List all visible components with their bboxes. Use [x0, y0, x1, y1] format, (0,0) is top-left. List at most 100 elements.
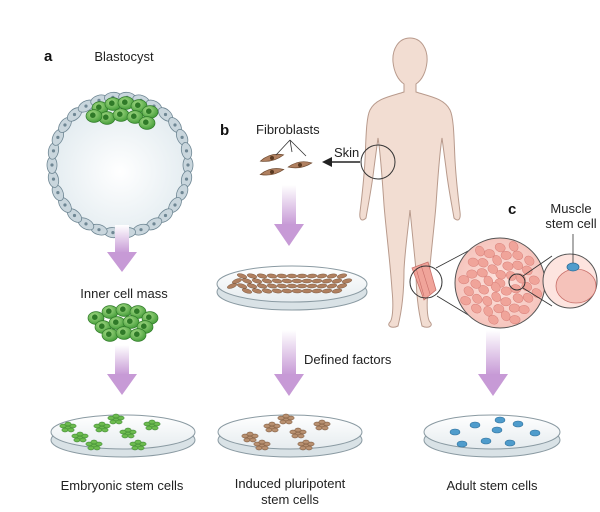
dish-fibroblast-cell	[232, 278, 242, 284]
trophoblast-nucleus	[51, 149, 56, 153]
icm-cell-nucleus	[117, 111, 123, 117]
icm-cluster-cell-nucleus	[120, 329, 126, 336]
trophoblast-nucleus	[72, 213, 77, 218]
trophoblast-nucleus	[163, 112, 168, 117]
fibroblast-cells	[259, 153, 313, 176]
ips-colony-cell	[305, 445, 313, 451]
muscle-fiber	[509, 315, 521, 325]
dish-fibroblast-cell	[311, 288, 323, 294]
muscle-stem-cell-label-line2: stem cell	[545, 216, 597, 231]
trophoblast-nucleus	[97, 98, 101, 102]
es-colony-cell	[121, 433, 129, 439]
muscle-fiber	[476, 268, 488, 278]
dish-fibroblast-cell	[241, 278, 253, 284]
arrow-c1	[478, 330, 508, 396]
dish-fibroblast-cell	[296, 273, 308, 279]
trophoblast-nucleus	[173, 203, 177, 207]
dish-fibroblast-cell	[256, 273, 268, 279]
trophoblast-nucleus	[50, 163, 54, 167]
muscle-fiber	[460, 296, 471, 306]
icm-cluster-cell-nucleus	[92, 314, 98, 321]
icm-cluster-cell-nucleus	[120, 306, 126, 313]
muscle-fiber	[482, 295, 493, 307]
icm-cluster-cell-nucleus	[99, 323, 105, 330]
trophoblast-nucleus	[97, 228, 101, 232]
dish-fibroblast-cell	[326, 273, 338, 279]
icm-cluster-cell-nucleus	[141, 323, 147, 330]
dish-ips	[217, 413, 363, 458]
fibroblast-nucleus	[298, 163, 302, 167]
arrow-b1	[274, 185, 304, 246]
ips-colony-cell	[318, 419, 326, 425]
es-colony-cell	[101, 427, 109, 433]
es-colony-cell	[67, 427, 75, 433]
blastocyst	[46, 91, 194, 239]
ips-colony-cell	[291, 433, 299, 439]
muscle-fiber	[494, 243, 506, 253]
dish-fibroblast-cell	[321, 288, 333, 294]
muscle-fiber	[524, 255, 535, 266]
adult-stem-cell	[494, 416, 506, 424]
adult-stem-cell	[469, 421, 481, 429]
arrow-a1	[107, 225, 137, 272]
dish-fibroblast-cell	[271, 278, 283, 284]
ips-colony-cell	[282, 413, 290, 419]
adult-stem-cell	[491, 426, 503, 434]
es-colony-cell	[112, 413, 120, 419]
muscle-fiber	[470, 279, 481, 289]
trophoblast-nucleus	[72, 112, 77, 117]
trophoblast-nucleus	[84, 222, 88, 226]
dish-fibroblast-cell	[311, 278, 323, 284]
dish-fibroblast-cell	[301, 288, 313, 294]
ips-colony-cell	[294, 427, 302, 433]
ips-label-line2: stem cells	[261, 492, 319, 507]
dish-fibroblast	[216, 265, 368, 311]
ips-colony-cell	[246, 431, 254, 437]
dish-fibroblast-cell	[261, 288, 273, 294]
trophoblast-nucleus	[180, 135, 184, 139]
icm-cell-nucleus	[143, 119, 149, 125]
es-colony-cell	[98, 421, 106, 427]
human-figure	[359, 37, 461, 328]
skin-arrow	[322, 157, 360, 167]
es-colony-cell	[127, 433, 135, 439]
dish-fibroblast-cell	[261, 278, 273, 284]
dish-fibroblast-cell	[256, 283, 268, 289]
dish-fibroblast-cell	[246, 273, 258, 279]
dish-fibroblast-cell	[246, 283, 258, 289]
icm-cell-nucleus	[122, 99, 128, 105]
dish-fibroblast-cell	[296, 283, 308, 289]
dish-fibroblast-cell	[291, 278, 303, 284]
muscle-fiber	[477, 258, 489, 268]
muscle-fiber	[500, 310, 511, 322]
muscle-fiber	[500, 286, 512, 296]
icm-cluster-cell-nucleus	[146, 314, 152, 321]
ips-colony-cell	[243, 437, 251, 443]
panel-b-letter: b	[220, 122, 230, 139]
skin-magnifier	[360, 144, 396, 180]
ips-colony-cell	[321, 425, 329, 431]
muscle-fiber	[512, 293, 524, 303]
ips-colony-cell	[279, 419, 287, 425]
es-colony-cell	[61, 427, 69, 433]
ips-colony-cell	[268, 421, 276, 427]
es-colony-cell	[73, 437, 81, 443]
es-colony-cell	[87, 445, 95, 451]
es-colony-cell	[151, 425, 159, 431]
muscle-fiber	[500, 297, 512, 307]
muscle-fiber	[502, 261, 514, 271]
muscle-fiber	[518, 305, 530, 315]
adult-stem-cell	[449, 428, 461, 436]
trophoblast-nucleus	[139, 228, 143, 232]
es-colony-cell	[131, 445, 139, 451]
dish-fibroblast-cell	[266, 283, 278, 289]
trophoblast-nucleus	[184, 177, 189, 181]
dish-fibroblast-cell	[266, 273, 278, 279]
es-colony-cell	[64, 421, 72, 427]
ips-colony-cell	[261, 445, 269, 451]
muscle-stem-cell-label-line1: Muscle	[550, 201, 592, 216]
muscle-fiber	[491, 291, 502, 303]
trophoblast-nucleus	[51, 177, 56, 181]
blastocyst-label: Blastocyst	[94, 49, 154, 64]
